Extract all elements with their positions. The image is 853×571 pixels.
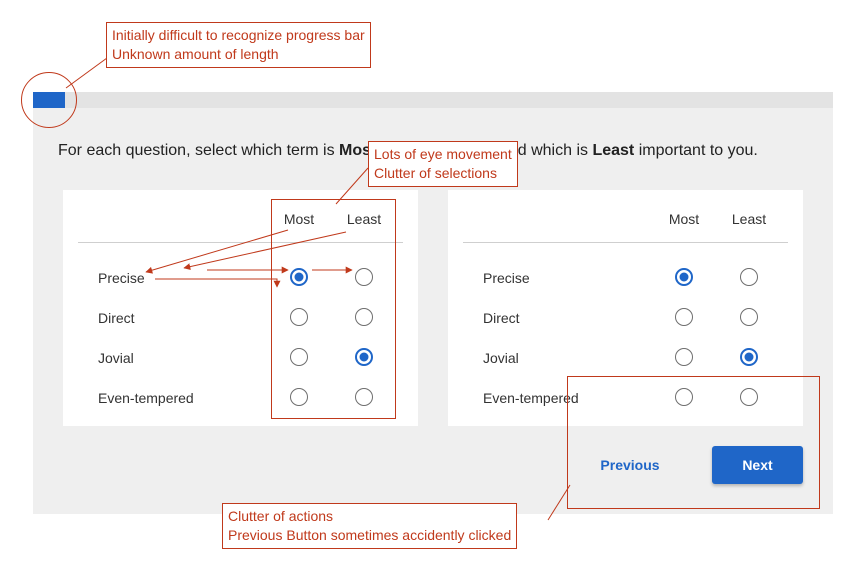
radio-most-even-tempered[interactable]	[675, 388, 693, 406]
annotation-selections-frame	[271, 199, 396, 419]
column-header-least: Least	[731, 211, 767, 227]
term-label: Jovial	[98, 350, 134, 366]
column-header-least: Least	[346, 211, 382, 227]
term-label: Jovial	[483, 350, 519, 366]
radio-least-direct[interactable]	[355, 308, 373, 326]
question-card-1: Most Least Precise Direct Jovial Even-te…	[63, 190, 418, 426]
radio-most-direct[interactable]	[675, 308, 693, 326]
radio-least-even-tempered[interactable]	[355, 388, 373, 406]
next-button[interactable]: Next	[712, 446, 803, 484]
annotation-progress-circle	[21, 72, 77, 128]
previous-button[interactable]: Previous	[580, 450, 680, 480]
annotation-actions-line2: Previous Button sometimes accidently cli…	[228, 527, 512, 543]
header-divider	[463, 242, 788, 243]
radio-most-jovial[interactable]	[675, 348, 693, 366]
radio-least-direct[interactable]	[740, 308, 758, 326]
term-label: Precise	[98, 270, 145, 286]
column-header-most: Most	[283, 211, 315, 227]
annotation-actions-frame	[567, 376, 820, 509]
instruction-most-word: Most	[339, 142, 377, 159]
term-label: Even-tempered	[483, 390, 579, 406]
annotation-progress-line1: Initially difficult to recognize progres…	[112, 27, 365, 43]
annotation-actions-line1: Clutter of actions	[228, 508, 334, 524]
radio-most-precise[interactable]	[290, 268, 308, 286]
term-label: Direct	[483, 310, 520, 326]
radio-least-even-tempered[interactable]	[740, 388, 758, 406]
instruction-prefix: For each question, select which term is	[58, 142, 340, 159]
instruction-suffix: important to you.	[634, 142, 758, 159]
term-label: Precise	[483, 270, 530, 286]
radio-most-even-tempered[interactable]	[290, 388, 308, 406]
radio-least-jovial[interactable]	[355, 348, 373, 366]
annotation-selections-line2: Clutter of selections	[374, 165, 497, 181]
term-label: Even-tempered	[98, 390, 194, 406]
radio-most-direct[interactable]	[290, 308, 308, 326]
annotation-progress-line2: Unknown amount of length	[112, 46, 279, 62]
radio-least-precise[interactable]	[355, 268, 373, 286]
radio-least-jovial[interactable]	[740, 348, 758, 366]
instruction-least-word: Least	[592, 142, 635, 159]
radio-most-precise[interactable]	[675, 268, 693, 286]
radio-most-jovial[interactable]	[290, 348, 308, 366]
column-header-most: Most	[668, 211, 700, 227]
annotation-progress-note: Initially difficult to recognize progres…	[106, 22, 371, 68]
annotation-selections-note: Lots of eye movement Clutter of selectio…	[368, 141, 518, 187]
annotation-actions-note: Clutter of actions Previous Button somet…	[222, 503, 518, 549]
progress-bar	[33, 92, 833, 108]
annotation-selections-line1: Lots of eye movement	[374, 146, 512, 162]
question-card-2: Most Least Precise Direct Jovial Even-te…	[448, 190, 803, 426]
radio-least-precise[interactable]	[740, 268, 758, 286]
term-label: Direct	[98, 310, 135, 326]
